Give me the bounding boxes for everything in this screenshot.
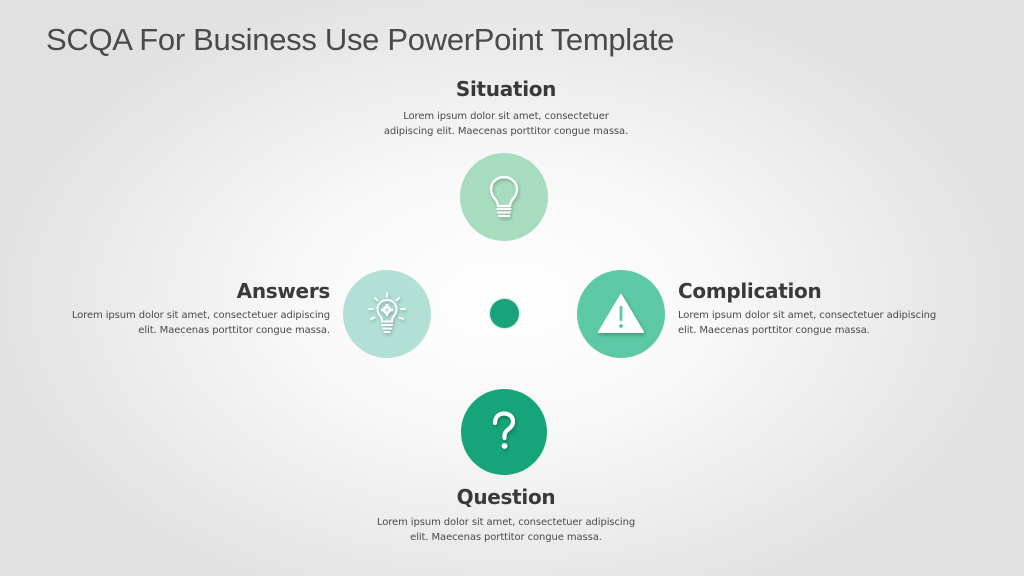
complication-description: Lorem ipsum dolor sit amet, consectetuer…: [678, 308, 936, 338]
question-description-line1: Lorem ipsum dolor sit amet, consectetuer…: [376, 517, 636, 528]
question-description: Lorem ipsum dolor sit amet, consectetuer…: [0, 515, 1012, 545]
complication-circle: [577, 270, 665, 358]
situation-description-line2: adipiscing elit. Maecenas porttitor cong…: [383, 126, 629, 137]
situation-description: Lorem ipsum dolor sit amet, consectetuer…: [0, 109, 1012, 139]
answers-description-line2: elit. Maecenas porttitor congue massa.: [138, 325, 330, 336]
situation-description-line1: Lorem ipsum dolor sit amet, consectetuer: [403, 111, 609, 122]
answers-description: Lorem ipsum dolor sit amet, consectetuer…: [72, 308, 330, 338]
center-dot: [490, 299, 519, 328]
complication-description-line1: Lorem ipsum dolor sit amet, consectetuer…: [678, 310, 937, 321]
question-mark-icon: [492, 411, 516, 449]
lightbulb-icon: [489, 175, 519, 218]
answers-heading: Answers: [236, 279, 331, 303]
answers-circle: [343, 270, 431, 358]
complication-heading: Complication: [678, 279, 822, 303]
complication-description-line2: elit. Maecenas porttitor congue massa.: [678, 325, 870, 336]
warning-icon: [598, 294, 644, 333]
situation-heading: Situation: [455, 77, 557, 101]
question-description-line2: elit. Maecenas porttitor congue massa.: [410, 532, 602, 543]
question-circle: [461, 389, 547, 475]
slide-title: SCQA For Business Use PowerPoint Templat…: [46, 22, 675, 57]
answers-description-line1: Lorem ipsum dolor sit amet, consectetuer…: [71, 310, 330, 321]
situation-circle: [460, 153, 548, 241]
question-heading: Question: [456, 485, 556, 509]
idea-gear-bulb-icon: [368, 292, 406, 333]
